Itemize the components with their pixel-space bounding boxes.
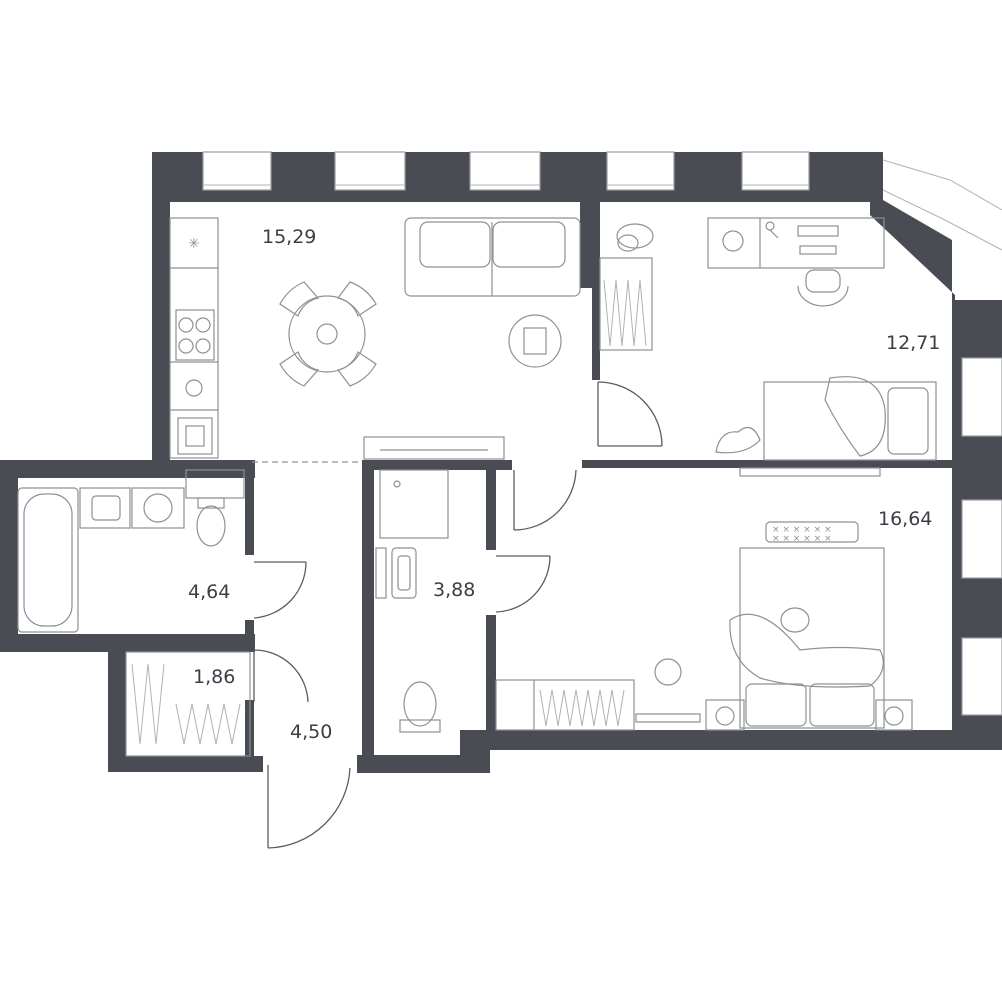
area-bathroom-shower: 3,88 bbox=[433, 579, 475, 601]
area-bedroom-master: 16,64 bbox=[878, 508, 932, 530]
area-living-kitchen: 15,29 bbox=[262, 226, 316, 248]
doors bbox=[252, 381, 663, 849]
area-bathroom-tub: 4,64 bbox=[188, 581, 230, 603]
area-hallway: 4,50 bbox=[290, 721, 332, 743]
svg-text:✳: ✳ bbox=[188, 236, 200, 252]
area-bedroom-kids: 12,71 bbox=[886, 332, 940, 354]
area-labels: 15,29 12,71 16,64 4,64 3,88 1,86 4,50 bbox=[188, 226, 940, 743]
windows bbox=[202, 151, 1002, 716]
svg-text:× × × × × ×: × × × × × × bbox=[772, 534, 832, 544]
svg-text:× × × × × ×: × × × × × × bbox=[772, 525, 832, 535]
furniture: ✳ bbox=[17, 217, 937, 757]
area-storage: 1,86 bbox=[193, 666, 235, 688]
